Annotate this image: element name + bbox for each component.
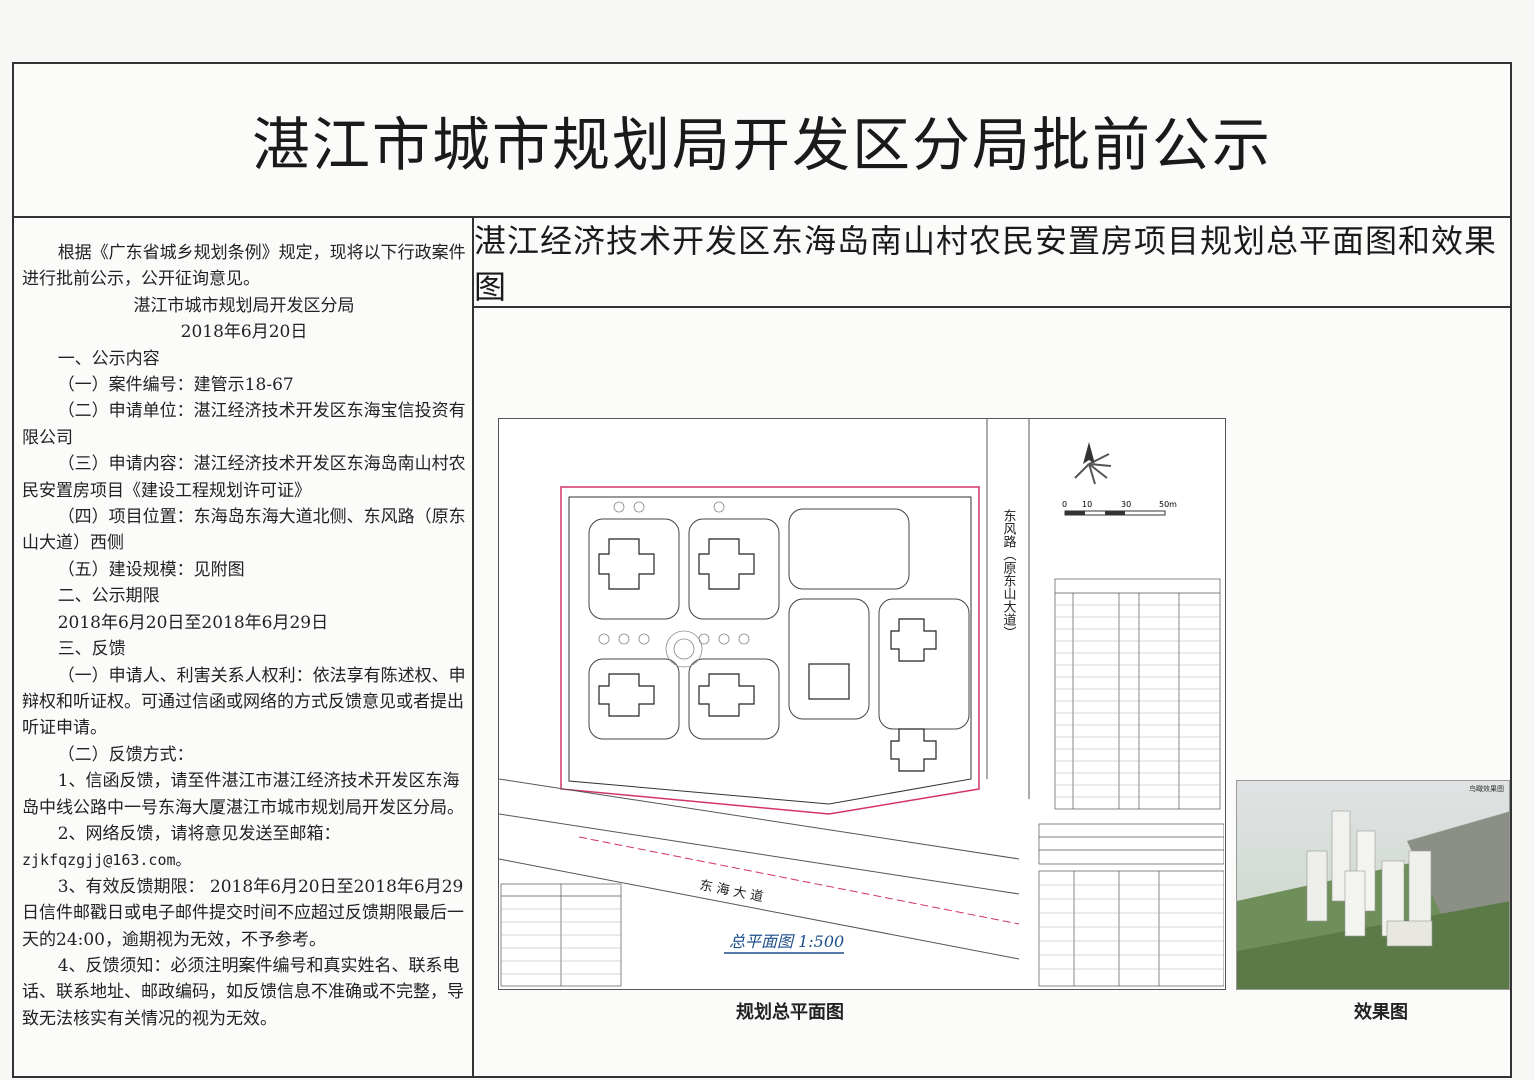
building-block bbox=[588, 518, 680, 620]
item-scale: （五）建设规模：见附图 bbox=[57, 559, 245, 580]
notice-board: 湛江市城市规划局开发区分局批前公示 根据《广东省城乡规划条例》规定，现将以下行政… bbox=[12, 62, 1512, 1078]
issue-date: 2018年6月20日 bbox=[180, 322, 308, 343]
feedback-rights: （一）申请人、利害关系人权利：依法享有陈述权、申辩权和听证权。可通过信函或网络的… bbox=[22, 665, 466, 739]
drawing-column: 湛江经济技术开发区东海岛南山村农民安置房项目规划总平面图和效果图 东风路（原东山… bbox=[474, 218, 1510, 1076]
item-applicant: （二）申请单位：湛江经济技术开发区东海宝信投资有限公司 bbox=[22, 401, 466, 448]
scale-bar: 0 10 30 50m bbox=[1062, 500, 1177, 516]
building-block bbox=[688, 658, 780, 740]
building-block bbox=[688, 518, 780, 620]
east-road-label: 东风路（原东山大道） bbox=[1001, 509, 1017, 639]
plan-drawing-title: 总平面图 1:500 bbox=[729, 932, 844, 951]
building-block bbox=[788, 598, 870, 720]
project-title: 湛江经济技术开发区东海岛南山村农民安置房项目规划总平面图和效果图 bbox=[474, 218, 1510, 308]
building-block bbox=[788, 508, 910, 590]
scale-label: 10 bbox=[1082, 500, 1092, 509]
item-content: （三）申请内容：湛江经济技术开发区东海岛南山村农民安置房项目《建设工程规划许可证… bbox=[22, 454, 466, 501]
feedback-deadline: 3、有效反馈期限： 2018年6月20日至2018年6月29日信件邮戳日或电子邮… bbox=[22, 876, 464, 950]
building-block bbox=[588, 658, 680, 740]
intro-text: 根据《广东省城乡规划条例》规定，现将以下行政案件进行批前公示，公开征询意见。 bbox=[22, 243, 466, 290]
period-text: 2018年6月20日至2018年6月29日 bbox=[57, 612, 329, 633]
page-title: 湛江市城市规划局开发区分局批前公示 bbox=[14, 64, 1510, 218]
site-plan-drawing: 东风路（原东山大道） 东 海 大 道 bbox=[498, 418, 1226, 990]
rendering-image: 鸟瞰效果图 bbox=[1236, 780, 1510, 990]
technical-index-table bbox=[1054, 578, 1221, 810]
tower-icon bbox=[1306, 810, 1433, 947]
section-heading: 二、公示期限 bbox=[57, 586, 160, 607]
plan-caption: 规划总平面图 bbox=[736, 1002, 844, 1023]
site-plan-svg: 东风路（原东山大道） 东 海 大 道 bbox=[498, 419, 1225, 987]
rendering-caption: 效果图 bbox=[1354, 1002, 1408, 1023]
site-boundary bbox=[560, 486, 980, 815]
scale-label: 0 bbox=[1062, 500, 1067, 509]
item-location: （四）项目位置：东海岛东海大道北侧、东风路（原东山大道）西侧 bbox=[22, 507, 466, 554]
item-case-number: （一）案件编号：建管示18-67 bbox=[57, 375, 294, 396]
notice-text-column: 根据《广东省城乡规划条例》规定，现将以下行政案件进行批前公示，公开征询意见。 湛… bbox=[14, 218, 474, 1076]
scale-label: 30 bbox=[1121, 500, 1131, 509]
rendering-label: 鸟瞰效果图 bbox=[1469, 784, 1504, 793]
south-road-label: 东 海 大 道 bbox=[698, 878, 764, 905]
section-heading: 一、公示内容 bbox=[57, 348, 160, 369]
issuer-text: 湛江市城市规划局开发区分局 bbox=[133, 295, 355, 316]
email-address: zjkfqzgjj@163.com。 bbox=[22, 851, 191, 870]
area-table bbox=[1038, 823, 1225, 987]
feedback-methods: （二）反馈方式： bbox=[57, 744, 194, 765]
inner-boundary bbox=[568, 496, 972, 805]
feedback-email: 2、网络反馈，请将意见发送至邮箱： bbox=[57, 823, 341, 844]
feedback-letter: 1、信函反馈，请至件湛江市湛江经济技术开发区东海岛中线公路中一号东海大厦湛江市城… bbox=[22, 771, 464, 818]
north-arrow-icon bbox=[1074, 442, 1112, 485]
scale-label: 50m bbox=[1159, 500, 1177, 509]
feedback-notes: 4、反馈须知：必须注明案件编号和真实姓名、联系电话、联系地址、邮政编码，如反馈信… bbox=[22, 955, 464, 1029]
section-heading: 三、反馈 bbox=[57, 639, 126, 660]
